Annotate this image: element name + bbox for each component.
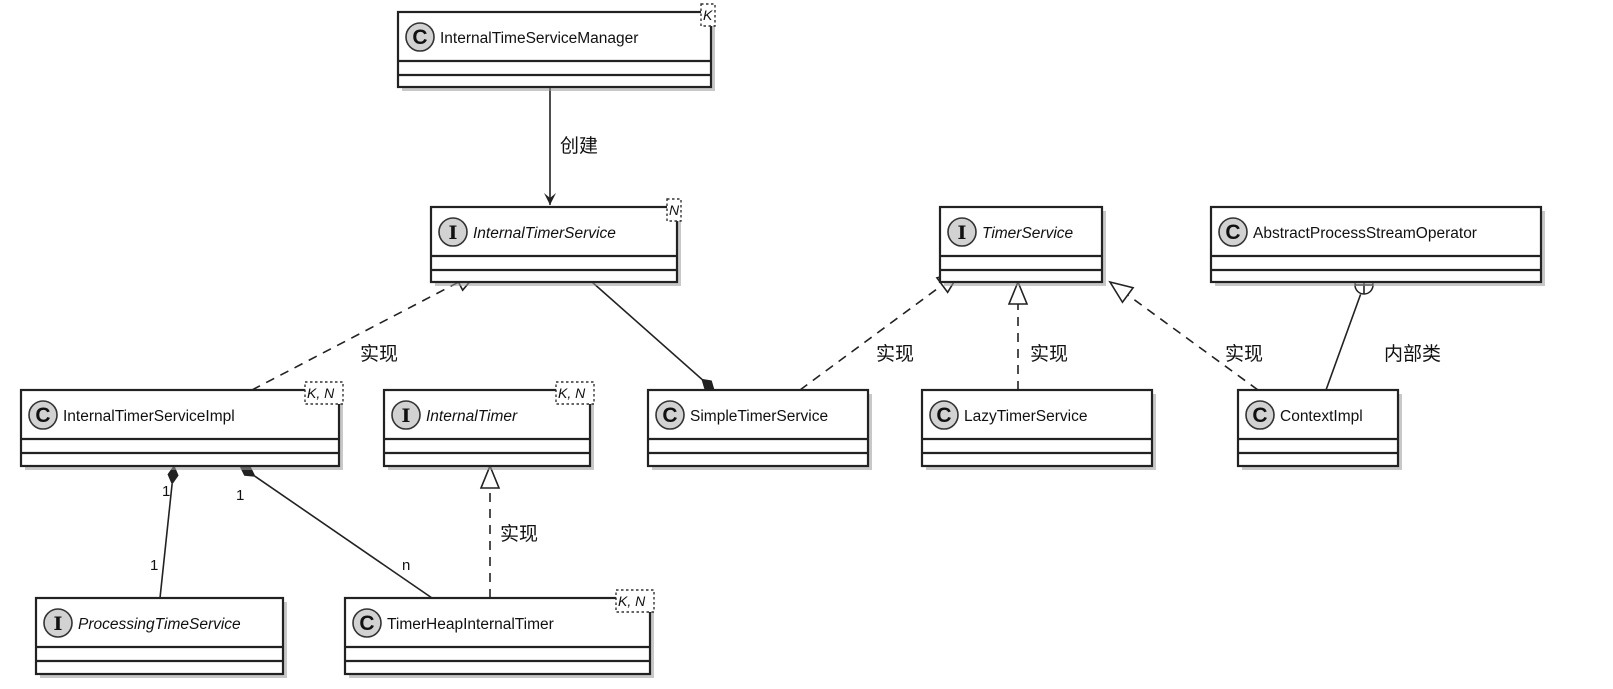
class-name: TimerService <box>982 225 1074 242</box>
arrow-head-icon <box>544 193 556 205</box>
generic-parameter-text: K <box>703 7 713 23</box>
edge-label: 创建 <box>560 135 598 157</box>
realization-triangle-icon <box>1007 279 1029 305</box>
class-box <box>646 388 870 468</box>
class-name: InternalTimer <box>426 408 518 425</box>
uml-interface-ts[interactable]: I TimerService <box>938 205 1106 286</box>
multiplicity-target: n <box>402 557 410 574</box>
uml-interface-pts[interactable]: I ProcessingTimeService <box>34 596 287 678</box>
badge-letter: C <box>35 404 50 427</box>
edge-label: 实现 <box>1030 343 1068 365</box>
class-badge-icon: C <box>655 400 685 430</box>
edge-composition: 11 <box>150 464 179 599</box>
edge-line <box>1127 294 1259 391</box>
edge-line <box>1325 294 1362 391</box>
class-name: LazyTimerService <box>964 408 1087 425</box>
edge-realization: 实现 <box>479 463 538 598</box>
badge-letter: I <box>449 222 458 244</box>
edge-line <box>159 483 173 599</box>
edge-dependency-arrow: 创建 <box>544 87 598 205</box>
interface-badge-icon: I <box>438 217 468 247</box>
generic-parameter-text: K, N <box>618 593 646 609</box>
edge-line <box>251 281 459 391</box>
class-name: AbstractProcessStreamOperator <box>1253 225 1477 242</box>
class-badge-icon: C <box>929 400 959 430</box>
class-name: ProcessingTimeService <box>78 616 241 633</box>
interface-badge-icon: I <box>947 217 977 247</box>
class-box <box>920 388 1154 468</box>
uml-class-lts[interactable]: C LazyTimerService <box>920 388 1156 470</box>
uml-class-thit[interactable]: C TimerHeapInternalTimer K, N <box>343 589 655 678</box>
edge-line <box>254 475 433 599</box>
uml-class-itsi[interactable]: C InternalTimerServiceImpl K, N <box>19 381 344 470</box>
edge-realization: 实现 <box>1108 280 1263 391</box>
generic-parameters: N <box>666 198 682 222</box>
interface-badge-icon: I <box>391 400 421 430</box>
class-box <box>19 388 341 468</box>
class-name: InternalTimerService <box>473 225 616 242</box>
badge-letter: C <box>662 404 677 427</box>
edges-layer: 创建实现实现实现实现内部类111n实现 <box>150 87 1441 599</box>
edge-composition: 1n <box>236 465 433 599</box>
edge-realization: 实现 <box>1007 279 1068 390</box>
edge-label: 实现 <box>360 343 398 365</box>
badge-letter: C <box>1225 221 1240 244</box>
edge-composition <box>591 281 715 391</box>
class-badge-icon: C <box>352 608 382 638</box>
edge-line <box>591 281 715 391</box>
edge-label: 实现 <box>876 343 914 365</box>
uml-class-itsm[interactable]: C InternalTimeServiceManager K <box>396 3 716 91</box>
nodes-layer: C InternalTimeServiceManager K I InternalTim… <box>19 3 1545 678</box>
multiplicity-source: 1 <box>162 483 170 500</box>
class-box <box>34 596 285 676</box>
badge-letter: C <box>412 26 427 49</box>
interface-badge-icon: I <box>43 608 73 638</box>
class-badge-icon: C <box>28 400 58 430</box>
multiplicity-target: 1 <box>150 557 158 574</box>
uml-class-ci[interactable]: C ContextImpl <box>1236 388 1402 470</box>
class-name: SimpleTimerService <box>690 408 828 425</box>
badge-letter: C <box>936 404 951 427</box>
edge-nested: 内部类 <box>1325 275 1441 391</box>
uml-class-sts[interactable]: C SimpleTimerService <box>646 388 872 470</box>
uml-interface-its[interactable]: I InternalTimerService N <box>429 198 682 286</box>
edge-label: 实现 <box>1225 343 1263 365</box>
generic-parameters: K <box>700 3 716 27</box>
composition-diamond-icon <box>701 378 715 391</box>
badge-letter: C <box>359 612 374 635</box>
realization-triangle-icon <box>479 463 501 489</box>
generic-parameters: K, N <box>555 381 595 405</box>
uml-interface-it[interactable]: I InternalTimer K, N <box>382 381 595 470</box>
generic-parameters: K, N <box>304 381 344 405</box>
composition-diamond-icon <box>167 464 179 485</box>
edge-realization: 实现 <box>251 271 480 391</box>
badge-letter: I <box>402 405 411 427</box>
class-name: InternalTimerServiceImpl <box>63 408 235 425</box>
class-badge-icon: C <box>1245 400 1275 430</box>
class-name: TimerHeapInternalTimer <box>387 616 554 633</box>
generic-parameter-text: K, N <box>558 385 586 401</box>
realization-triangle-icon <box>1108 280 1135 304</box>
edge-label: 实现 <box>500 523 538 545</box>
generic-parameter-text: N <box>669 202 680 218</box>
class-badge-icon: C <box>1218 217 1248 247</box>
class-name: InternalTimeServiceManager <box>440 30 638 47</box>
badge-letter: C <box>1252 404 1267 427</box>
edge-realization: 实现 <box>799 270 962 391</box>
class-box <box>343 596 652 676</box>
badge-letter: I <box>54 613 63 635</box>
generic-parameters: K, N <box>615 589 655 613</box>
multiplicity-source: 1 <box>236 487 244 504</box>
badge-letter: I <box>958 222 967 244</box>
edge-label: 内部类 <box>1384 343 1441 365</box>
uml-class-apso[interactable]: C AbstractProcessStreamOperator <box>1209 205 1545 286</box>
generic-parameter-text: K, N <box>307 385 335 401</box>
class-badge-icon: C <box>405 22 435 52</box>
edge-line <box>799 284 943 391</box>
class-name: ContextImpl <box>1280 408 1363 425</box>
